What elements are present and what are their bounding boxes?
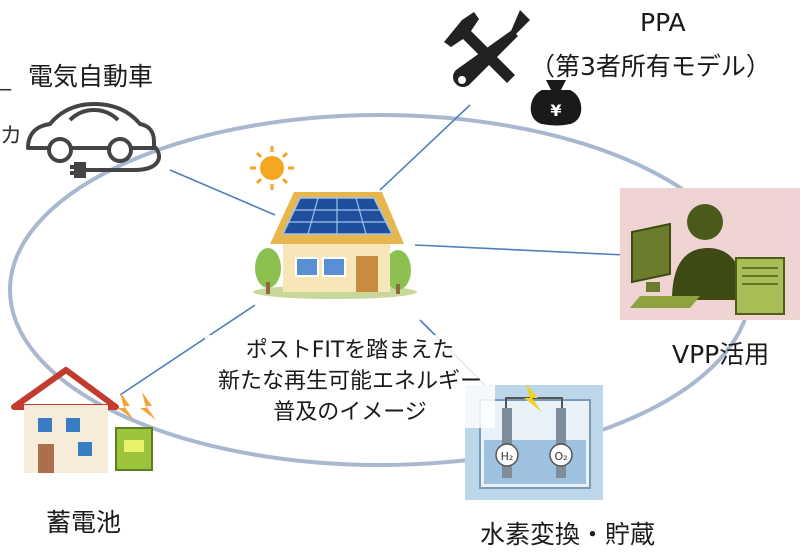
ppa-label-line2: （第3者所有モデル） — [530, 52, 771, 81]
ppa-label-line1: PPA — [640, 8, 686, 37]
money-bag-icon: ¥ — [530, 80, 582, 126]
electric-car-icon — [26, 102, 161, 178]
sun-icon — [250, 146, 294, 190]
ev-label: 電気自動車 — [28, 62, 154, 91]
operator-computer-icon — [620, 188, 800, 320]
center-caption-line2: 新たな再生可能エネルギー — [217, 369, 482, 394]
hydrogen-label: 水素変換・貯蔵 — [480, 520, 656, 549]
vpp-label: VPP活用 — [672, 340, 770, 369]
house-battery-icon — [11, 367, 156, 473]
left-edge-mark: _ — [0, 66, 11, 91]
tools-icon — [444, 10, 530, 87]
storage-label: 蓄電池 — [46, 508, 122, 537]
connector-center-vpp — [414, 244, 626, 256]
money-symbol: ¥ — [550, 101, 561, 120]
left-edge-char: カ — [0, 124, 23, 149]
o2-label: O₂ — [554, 450, 567, 463]
center-caption: ポストFITを踏まえた 新たな再生可能エネルギー 普及のイメージ — [205, 335, 495, 428]
center-caption-line1: ポストFITを踏まえた — [245, 338, 455, 363]
h2-label: H₂ — [501, 450, 514, 463]
center-caption-line3: 普及のイメージ — [273, 400, 427, 425]
connector-center-ppa — [379, 104, 471, 191]
solar-house-icon — [250, 146, 417, 299]
connector-center-ev — [169, 169, 276, 216]
connector-center-storage — [119, 304, 256, 396]
